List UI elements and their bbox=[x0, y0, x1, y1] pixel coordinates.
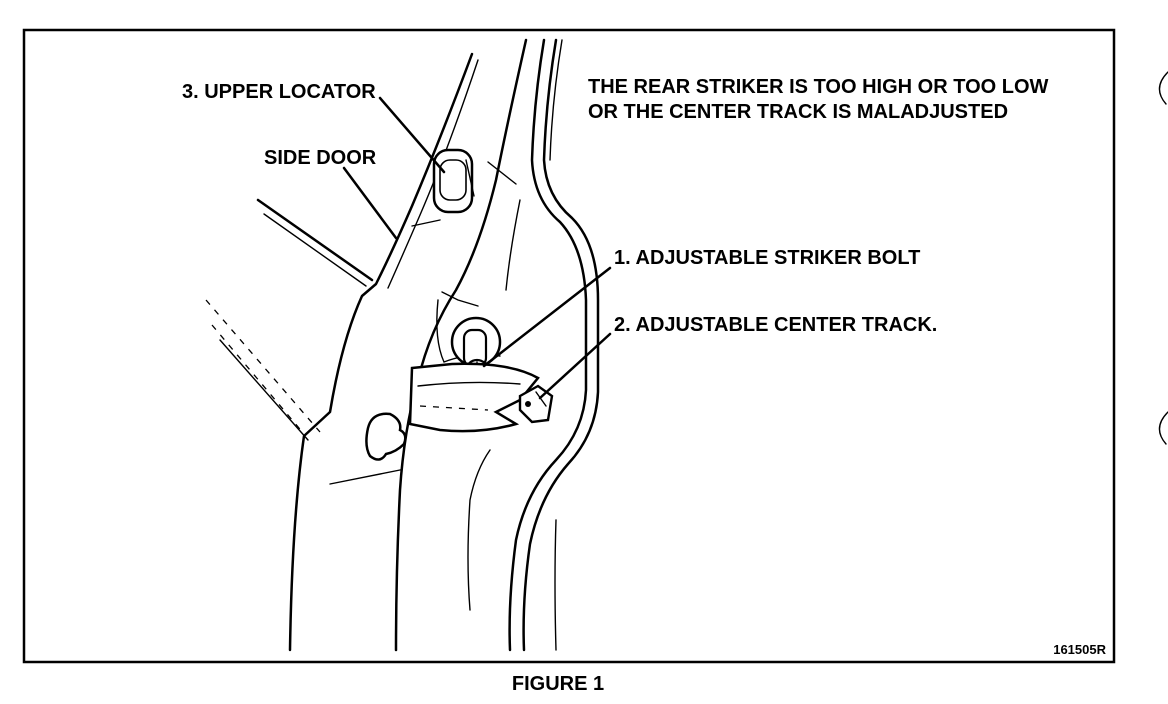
label-center-track: 2. ADJUSTABLE CENTER TRACK. bbox=[614, 314, 937, 336]
label-side-door: SIDE DOOR bbox=[264, 147, 377, 169]
door-opening bbox=[365, 412, 407, 461]
edge-mark-top bbox=[1158, 71, 1168, 105]
figure-frame bbox=[22, 28, 1116, 664]
label-upper-locator: 3. UPPER LOCATOR bbox=[182, 81, 376, 103]
side-door-outline bbox=[288, 38, 528, 652]
upper-locator bbox=[432, 148, 475, 214]
edge-mark-bottom bbox=[1158, 411, 1168, 445]
body-panel-lines bbox=[205, 198, 374, 441]
figure-code: 161505R bbox=[1053, 642, 1106, 657]
note-line-2: OR THE CENTER TRACK IS MALADJUSTED bbox=[588, 101, 1008, 123]
leader-lines bbox=[342, 96, 612, 400]
label-striker-bolt: 1. ADJUSTABLE STRIKER BOLT bbox=[614, 247, 920, 269]
door-jamb bbox=[467, 38, 600, 652]
striker-housing bbox=[436, 291, 502, 368]
figure-caption: FIGURE 1 bbox=[512, 673, 604, 695]
striker-plate bbox=[408, 362, 540, 433]
note-line-1: THE REAR STRIKER IS TOO HIGH OR TOO LOW bbox=[588, 76, 1049, 98]
